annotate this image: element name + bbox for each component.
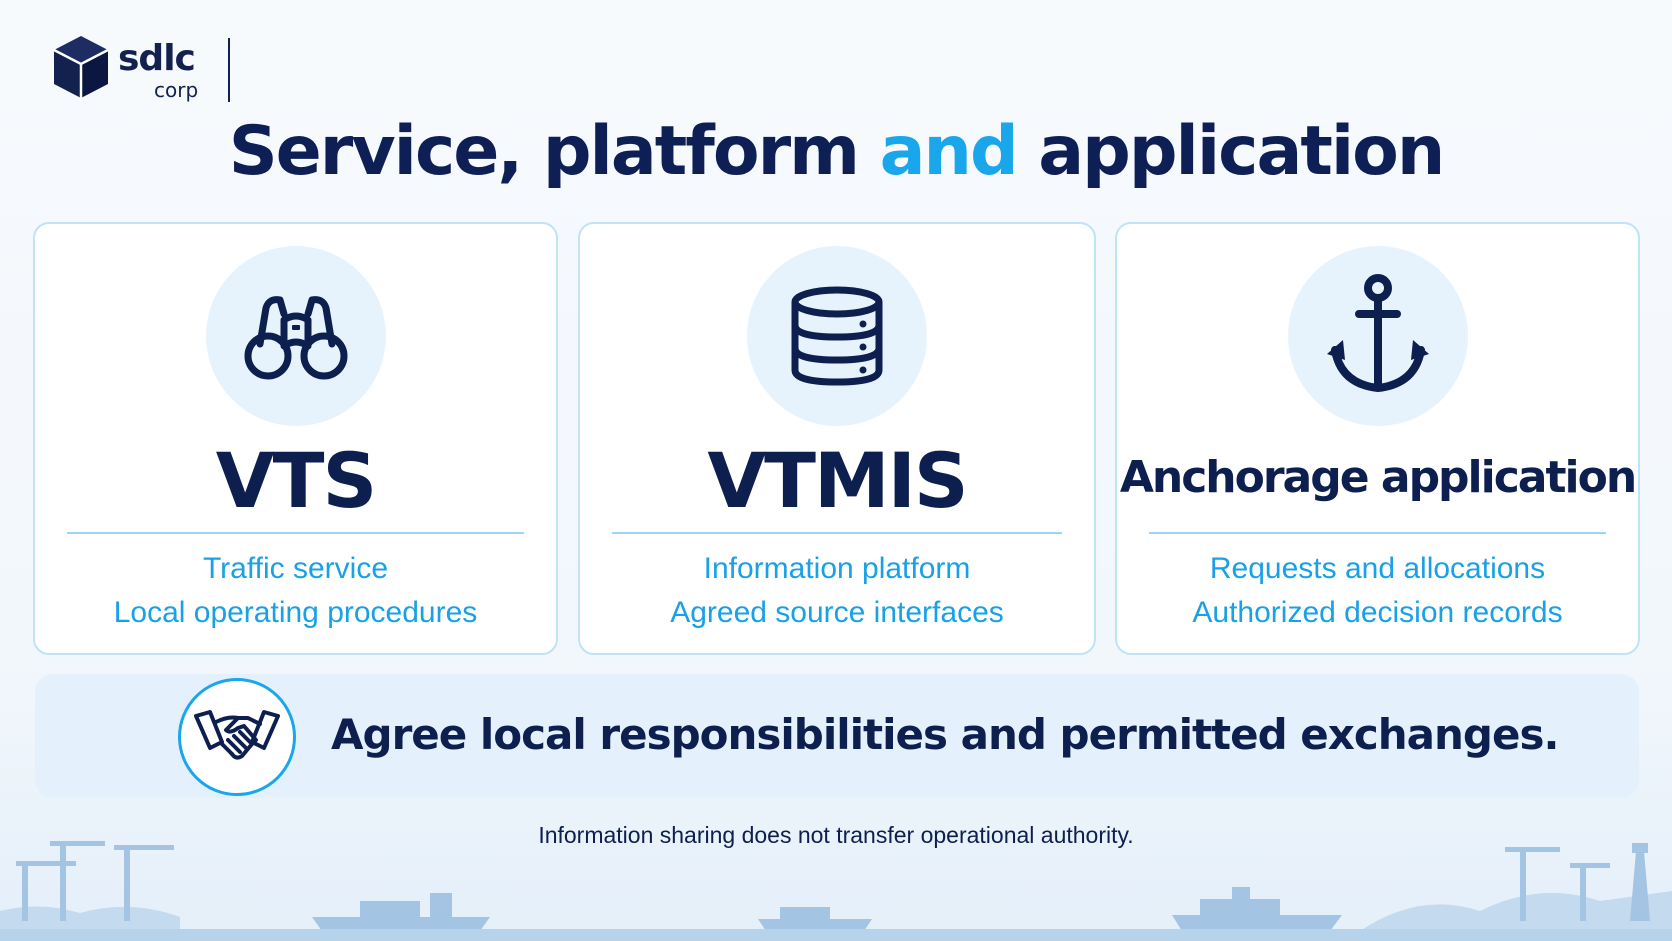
handshake-badge: [178, 678, 296, 796]
card-divider: [67, 532, 524, 534]
anchor-icon: [1326, 274, 1429, 392]
title-part-2: application: [1016, 112, 1445, 191]
icon-circle: [1287, 246, 1468, 426]
card-divider: [1149, 532, 1606, 534]
card-title: VTS: [215, 436, 377, 525]
title-accent: and: [879, 112, 1019, 191]
card-vtmis: VTMIS Information platform Agreed source…: [578, 222, 1096, 655]
icon-circle: [205, 246, 386, 426]
card-subtitle-1: Information platform: [703, 552, 971, 585]
card-subtitle-1: Requests and allocations: [1209, 552, 1546, 585]
database-icon: [791, 286, 883, 386]
card-divider: [612, 532, 1062, 534]
banner: Agree local responsibilities and permitt…: [35, 674, 1639, 798]
card-subtitle-2: Agreed source interfaces: [670, 596, 1004, 629]
title-part-1: Service, platform: [228, 112, 880, 191]
card-subtitle-2: Local operating procedures: [113, 596, 478, 629]
sdlc-logo: sdlc corp: [50, 34, 240, 104]
card-title: Anchorage application: [1119, 452, 1637, 503]
card-anchorage-application: Anchorage application Requests and alloc…: [1115, 222, 1640, 655]
logo-wordmark: sdlc: [118, 38, 196, 79]
harbor-scene-illustration: [0, 841, 1672, 941]
banner-text: Agree local responsibilities and permitt…: [331, 710, 1559, 759]
card-vts: VTS Traffic service Local operating proc…: [33, 222, 558, 655]
page-title: Service, platform and application: [0, 112, 1672, 191]
icon-circle: [747, 246, 927, 426]
logo-subtext: corp: [154, 78, 199, 102]
card-subtitle-2: Authorized decision records: [1192, 596, 1563, 629]
card-title: VTMIS: [707, 436, 968, 525]
handshake-icon: [194, 710, 280, 760]
cube-logo-icon: [53, 36, 109, 98]
logo-divider: [228, 38, 230, 102]
binoculars-icon: [244, 296, 347, 380]
card-subtitle-1: Traffic service: [202, 552, 389, 585]
footnote: Information sharing does not transfer op…: [538, 822, 1134, 848]
